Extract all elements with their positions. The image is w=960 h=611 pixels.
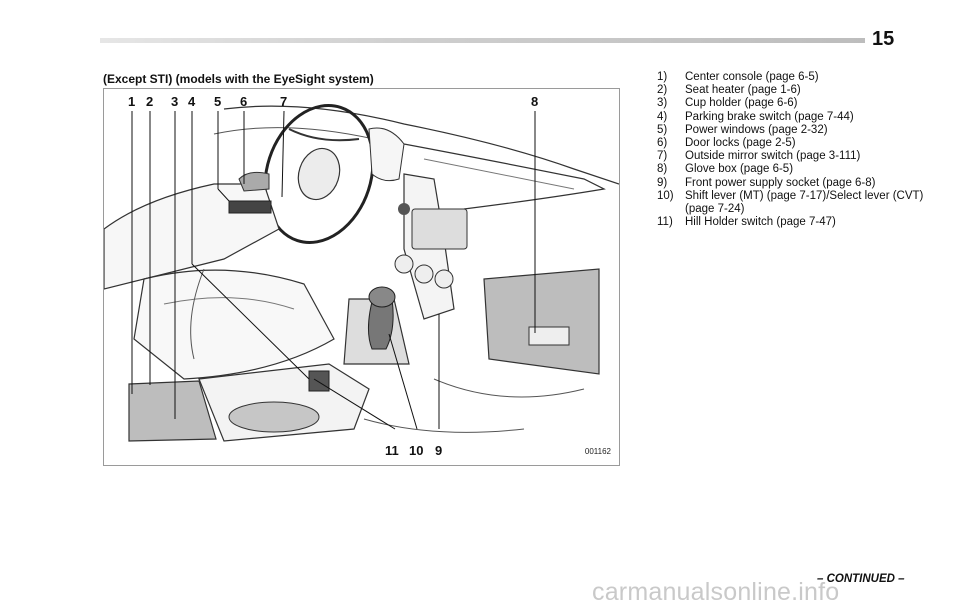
figure-code: 001162	[584, 447, 611, 456]
legend-item: 6)Door locks (page 2-5)	[657, 137, 796, 150]
legend-item: 10)Shift lever (MT) (page 7-17)/Select l…	[657, 189, 924, 216]
legend-item: 5)Power windows (page 2-32)	[657, 123, 828, 136]
header-rule	[100, 38, 865, 43]
interior-illustration: 1 2 3 4 5 6 7 8 11 10 9 001162	[103, 88, 620, 466]
legend-item: 9)Front power supply socket (page 6-8)	[657, 176, 876, 189]
page-number: 15	[872, 28, 895, 50]
legend-item: 11)Hill Holder switch (page 7-47)	[657, 216, 836, 229]
watermark[interactable]: carmanualsonline.info	[592, 578, 840, 606]
interior-drawing: 1 2 3 4 5 6 7 8 11 10 9	[104, 94, 619, 458]
continued-label: – CONTINUED –	[817, 573, 905, 585]
callout-10: 10	[409, 443, 423, 458]
callout-2: 2	[146, 94, 153, 109]
callout-4: 4	[188, 94, 196, 109]
callout-5: 5	[214, 94, 221, 109]
legend-item: 7)Outside mirror switch (page 3-111)	[657, 150, 861, 163]
legend-item: 2)Seat heater (page 1-6)	[657, 84, 801, 97]
legend-item: 8)Glove box (page 6-5)	[657, 163, 794, 176]
legend-item: 1)Center console (page 6-5)	[657, 71, 819, 83]
legend-list: 1)Center console (page 6-5) 2)Seat heate…	[657, 71, 927, 229]
legend-item: 3)Cup holder (page 6-6)	[657, 97, 798, 110]
callout-7: 7	[280, 94, 287, 109]
callout-3: 3	[171, 94, 178, 109]
callout-1: 1	[128, 94, 135, 109]
callout-6: 6	[240, 94, 247, 109]
callout-8: 8	[531, 94, 538, 109]
figure-caption: (Except STI) (models with the EyeSight s…	[103, 72, 374, 86]
callout-11: 11	[385, 443, 399, 458]
callout-9: 9	[435, 443, 442, 458]
legend-item: 4)Parking brake switch (page 7-44)	[657, 110, 854, 123]
